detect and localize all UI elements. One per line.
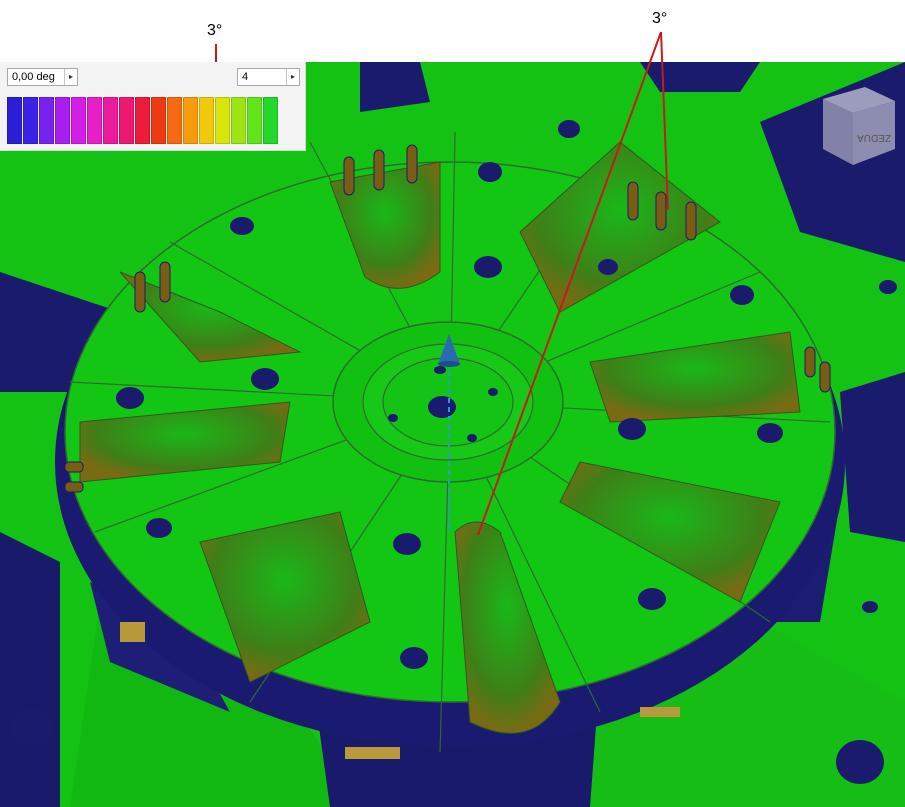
color-swatch (215, 97, 230, 144)
color-swatch (199, 97, 214, 144)
color-swatch (167, 97, 182, 144)
color-swatch (103, 97, 118, 144)
steps-spinbox[interactable]: 4 ▸ (237, 68, 300, 86)
color-swatch (151, 97, 166, 144)
3d-viewport[interactable]: ZEDUA (0, 62, 905, 807)
color-swatch (7, 97, 22, 144)
angle-spinbox[interactable]: 0,00 deg ▸ (7, 68, 78, 86)
draft-analysis-legend: 0,00 deg ▸ 4 ▸ (0, 62, 306, 151)
color-swatch (23, 97, 38, 144)
color-swatch (119, 97, 134, 144)
steps-value: 4 (242, 71, 249, 83)
draft-angle-label-left: 3° (207, 22, 223, 39)
color-scale (7, 97, 279, 144)
draft-analysis-render: ZEDUA (0, 62, 905, 807)
view-cube-icon: ZEDUA (823, 87, 895, 165)
draft-angle-label-right: 3° (652, 10, 668, 27)
angle-value: 0,00 deg (12, 71, 55, 83)
color-swatch (71, 97, 86, 144)
steps-increment-arrow-icon[interactable]: ▸ (286, 69, 299, 85)
angle-increment-arrow-icon[interactable]: ▸ (64, 69, 77, 85)
color-swatch (247, 97, 262, 144)
color-swatch (55, 97, 70, 144)
color-swatch (135, 97, 150, 144)
svg-text:ZEDUA: ZEDUA (857, 132, 891, 143)
axis-arrow-icon (438, 334, 460, 532)
color-swatch (87, 97, 102, 144)
color-swatch (183, 97, 198, 144)
color-swatch (39, 97, 54, 144)
color-swatch (231, 97, 246, 144)
color-swatch (263, 97, 278, 144)
